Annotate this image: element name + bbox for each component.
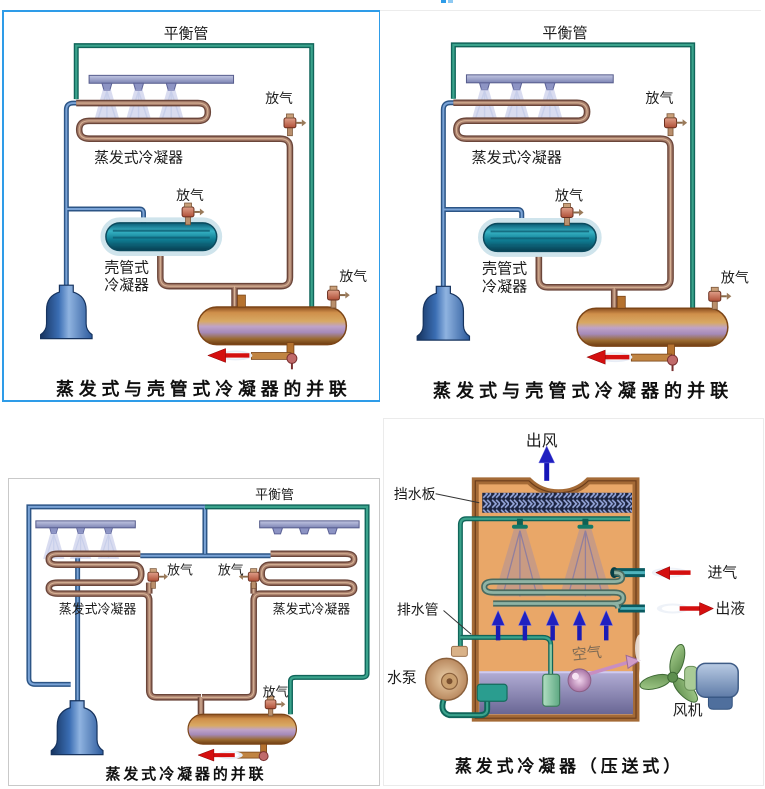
sump-box bbox=[476, 683, 508, 702]
label-evap-right: 蒸发式冷凝器 bbox=[273, 602, 351, 618]
panel-evap-forced-draft: 出风 挡水板 进气 出液 排水管 水泵 空气 风机 蒸发式冷凝器（压送式） bbox=[383, 418, 764, 786]
label-drain-pipe: 排水管 bbox=[397, 602, 439, 618]
label-vent-shell: 放气 bbox=[176, 188, 204, 204]
label-balance-pipe: 平衡管 bbox=[542, 24, 587, 42]
label-vent-receiver: 放气 bbox=[339, 269, 367, 285]
label-shell-tube-2: 冷凝器 bbox=[104, 277, 149, 294]
drain-outlet bbox=[197, 743, 269, 762]
label-gas-in: 进气 bbox=[707, 564, 737, 582]
label-air-out: 出风 bbox=[526, 431, 558, 450]
label-air: 空气 bbox=[571, 643, 603, 664]
panel-evap-parallel: 平衡管 放气 放气 放气 蒸发式冷凝器 蒸发式冷凝器 蒸发式冷凝器的并联 bbox=[8, 478, 380, 786]
label-vent-right: 放气 bbox=[218, 563, 244, 579]
label-vent-receiver: 放气 bbox=[721, 270, 749, 286]
panel-caption: 蒸发式冷凝器（压送式） bbox=[455, 756, 684, 776]
label-vent-receiver: 放气 bbox=[263, 684, 289, 700]
label-balance-pipe: 平衡管 bbox=[255, 488, 294, 503]
panel-evap-shell-parallel-1: 平衡管 放气 蒸发式冷凝器 放气 壳管式 冷凝器 放气 蒸发式与壳管式冷凝器的并… bbox=[2, 10, 381, 402]
suction-strainer bbox=[542, 673, 561, 707]
label-evaporative-condenser: 蒸发式冷凝器 bbox=[471, 149, 561, 167]
spray-header-left bbox=[35, 520, 136, 529]
panel-caption: 蒸发式与壳管式冷凝器的并联 bbox=[56, 378, 352, 400]
baffle-pointer-line bbox=[435, 493, 480, 504]
water-pump bbox=[424, 645, 488, 715]
condenser-coil bbox=[484, 567, 645, 613]
label-shell-tube-1: 壳管式 bbox=[482, 259, 527, 277]
panel-evap-shell-parallel-2: 平衡管 放气 蒸发式冷凝器 放气 壳管式 冷凝器 放气 蒸发式与壳管式冷凝器的并… bbox=[380, 10, 761, 402]
gas-in-arrow bbox=[651, 566, 691, 580]
label-shell-tube-1: 壳管式 bbox=[104, 259, 149, 276]
drainpipe-pointer-line bbox=[443, 610, 472, 635]
label-water-pump: 水泵 bbox=[387, 668, 417, 686]
label-liquid-out: 出液 bbox=[715, 599, 745, 617]
label-vent-left: 放气 bbox=[167, 563, 193, 579]
label-evap-left: 蒸发式冷凝器 bbox=[59, 602, 137, 618]
liquid-receiver bbox=[187, 713, 298, 745]
fan-motor bbox=[695, 662, 739, 698]
cropped-link-fragment bbox=[441, 0, 453, 3]
water-seal-bell bbox=[50, 700, 104, 756]
label-fan: 风机 bbox=[673, 701, 703, 719]
panel-caption: 蒸发式冷凝器的并联 bbox=[106, 765, 267, 783]
label-vent-shell: 放气 bbox=[555, 189, 583, 205]
air-out-arrow bbox=[538, 445, 556, 481]
panel-caption: 蒸发式与壳管式冷凝器的并联 bbox=[433, 380, 733, 402]
label-vent-coil: 放气 bbox=[645, 91, 673, 107]
label-evaporative-condenser: 蒸发式冷凝器 bbox=[94, 149, 183, 166]
water-baffle-band bbox=[482, 492, 633, 513]
liquid-out-arrow bbox=[656, 602, 714, 616]
label-balance-pipe: 平衡管 bbox=[164, 26, 208, 43]
float-valve bbox=[567, 654, 642, 693]
fan bbox=[639, 643, 739, 710]
label-shell-tube-2: 冷凝器 bbox=[482, 277, 527, 295]
label-vent-coil: 放气 bbox=[265, 91, 293, 107]
label-water-baffle: 挡水板 bbox=[394, 487, 436, 503]
spray-header-right bbox=[259, 520, 360, 529]
